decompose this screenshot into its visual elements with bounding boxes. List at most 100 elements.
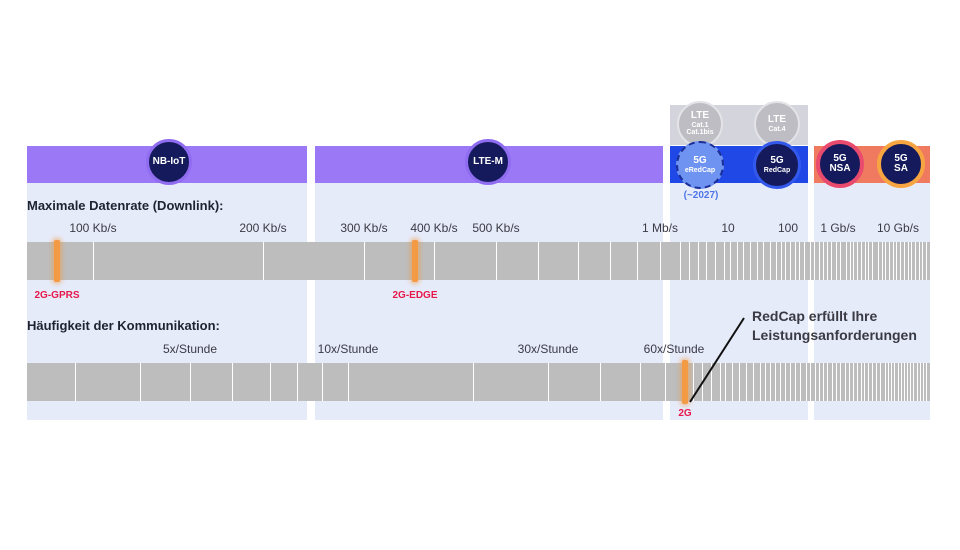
datarate-tick-label: 200 Kb/s — [239, 221, 287, 235]
scale-tick — [907, 363, 909, 401]
scale-tick — [739, 363, 740, 401]
scale-tick — [919, 363, 921, 401]
scale-tick — [903, 363, 905, 401]
lte-cat1-badge: LTE Cat.1 Cat.1bis — [677, 101, 723, 147]
scale-tick — [743, 242, 745, 280]
scale-tick — [680, 242, 681, 280]
scale-tick — [780, 242, 782, 280]
scale-tick — [750, 242, 751, 280]
scale-tick — [763, 242, 765, 280]
scale-tick — [775, 363, 776, 401]
scale-tick — [856, 363, 858, 401]
lte-cat1-line2: Cat.1 — [691, 121, 709, 129]
annotation-pointer-line — [689, 317, 745, 403]
scale-tick — [885, 363, 886, 401]
scale-tick — [538, 242, 539, 280]
scale-tick — [914, 242, 916, 280]
eredcap-year: (~2027) — [683, 190, 719, 201]
scale-tick — [724, 242, 725, 280]
scale-tick — [891, 363, 893, 401]
scale-tick — [810, 363, 812, 401]
scale-tick — [896, 242, 898, 280]
scale-tick — [600, 363, 601, 401]
scale-tick — [810, 242, 811, 280]
scale-tick — [725, 363, 726, 401]
2g-marker — [682, 360, 688, 404]
scale-tick — [799, 242, 801, 280]
lte-cat4-line1: LTE — [767, 114, 787, 126]
scale-tick — [888, 363, 890, 401]
scale-tick — [760, 363, 761, 401]
scale-tick — [853, 242, 855, 280]
scale-tick — [903, 242, 905, 280]
scale-tick — [496, 242, 497, 280]
scale-tick — [926, 363, 927, 401]
scale-tick — [732, 363, 733, 401]
edge-label: 2G-EDGE — [392, 290, 438, 301]
scale-tick — [263, 242, 264, 280]
scale-tick — [864, 242, 866, 280]
scale-tick — [780, 363, 781, 401]
scale-tick — [770, 242, 771, 280]
frequency-tick-label: 10x/Stunde — [317, 342, 379, 356]
scale-tick — [827, 363, 829, 401]
scale-tick — [900, 363, 902, 401]
datarate-tick-label: 1 Gb/s — [820, 221, 856, 235]
scale-tick — [637, 242, 638, 280]
scale-tick — [857, 242, 859, 280]
scale-tick — [776, 242, 777, 280]
scale-tick — [868, 363, 870, 401]
scale-tick — [140, 363, 141, 401]
eredcap-line1: 5G — [693, 155, 707, 167]
scale-tick — [75, 363, 76, 401]
annotation-line2: Leistungsanforderungen — [752, 327, 917, 343]
scale-tick — [892, 242, 894, 280]
scale-tick — [795, 363, 796, 401]
annotation-line1: RedCap erfüllt Ihre — [752, 308, 878, 324]
scale-tick — [872, 242, 873, 280]
redcap-line1: 5G — [770, 155, 784, 167]
eredcap-badge: 5G eRedCap — [676, 141, 724, 189]
datarate-tick-label: 300 Kb/s — [340, 221, 388, 235]
scale-tick — [918, 242, 920, 280]
scale-tick — [232, 363, 233, 401]
lte-cat1-line1: LTE — [690, 110, 710, 122]
scale-tick — [885, 242, 887, 280]
scale-tick — [736, 242, 738, 280]
scale-tick — [322, 363, 323, 401]
scale-tick — [364, 242, 365, 280]
scale-tick — [872, 363, 874, 401]
nsa-line2: NSA — [829, 163, 851, 174]
scale-tick — [900, 242, 902, 280]
scale-tick — [878, 242, 879, 280]
lte-cat4-line2: Cat.4 — [768, 125, 786, 133]
scale-tick — [693, 363, 694, 401]
scale-tick — [665, 363, 666, 401]
scale-tick — [770, 363, 771, 401]
scale-tick — [889, 242, 891, 280]
scale-tick — [706, 242, 708, 280]
datarate-tick-label: 100 Kb/s — [69, 221, 117, 235]
scale-tick — [835, 363, 837, 401]
scale-tick — [610, 242, 611, 280]
scale-tick — [715, 242, 717, 280]
scale-tick — [823, 363, 824, 401]
datarate-tick-label: 1 Mb/s — [641, 221, 679, 235]
scale-tick — [190, 363, 191, 401]
scale-tick — [910, 363, 912, 401]
scale-tick — [831, 363, 833, 401]
scale-tick — [800, 363, 801, 401]
sa-badge: 5G SA — [877, 140, 925, 188]
nsa-badge: 5G NSA — [816, 140, 864, 188]
scale-tick — [880, 363, 881, 401]
scale-tick — [913, 363, 915, 401]
scale-tick — [852, 363, 854, 401]
scale-tick — [804, 242, 805, 280]
datarate-tick-label: 500 Kb/s — [472, 221, 520, 235]
sa-line2: SA — [894, 163, 908, 174]
scale-tick — [640, 363, 641, 401]
ltem-badge: LTE-M — [465, 139, 511, 185]
scale-tick — [794, 242, 796, 280]
scale-tick — [835, 242, 837, 280]
scale-tick — [548, 363, 549, 401]
